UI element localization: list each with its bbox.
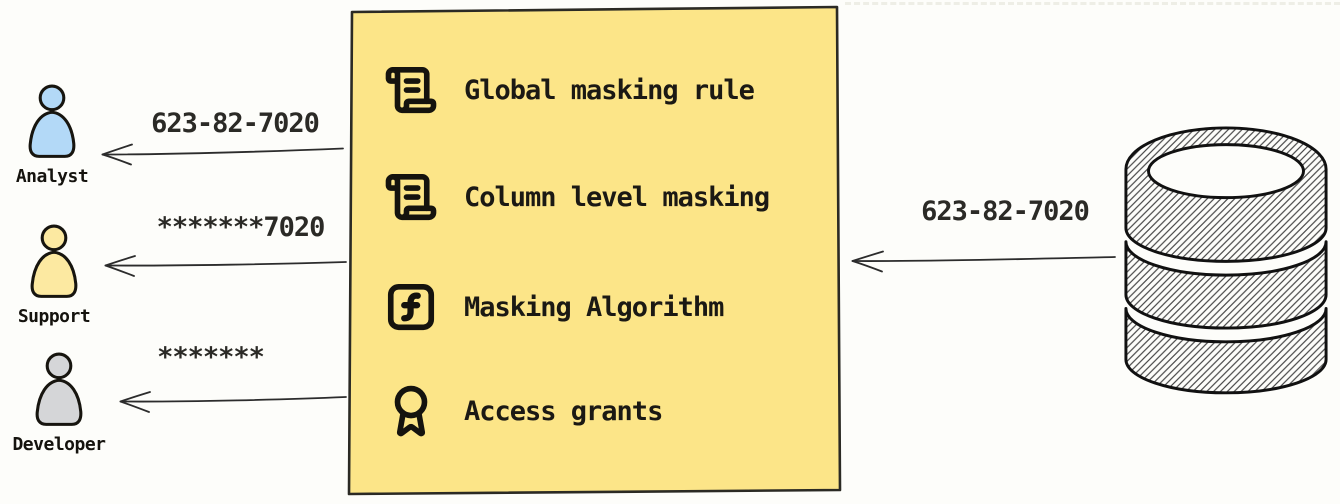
arrow-to-developer [119, 391, 347, 413]
support-label: Support [17, 306, 91, 327]
scroll-text-icon [385, 66, 437, 114]
box-item-label: Access grants [464, 395, 663, 427]
canvas-artifact-dashes [845, 2, 1340, 5]
support-person-icon [30, 224, 78, 298]
database-icon [1124, 126, 1328, 395]
function-square-icon [387, 283, 435, 331]
box-item-global-masking-rule: Global masking rule [384, 63, 755, 117]
box-item-label: Column level masking [464, 181, 770, 213]
scroll-text-icon [385, 173, 437, 221]
masking-box [347, 5, 842, 496]
arrow-to-analyst [101, 143, 344, 166]
arrow-to-support [104, 255, 347, 277]
box-item-column-level-masking: Column level masking [384, 170, 770, 224]
support-masked-value: *******7020 [156, 212, 326, 243]
developer-masked-value: ******* [157, 342, 265, 373]
award-icon [394, 385, 428, 437]
box-item-label: Global masking rule [464, 74, 755, 106]
consumer-analyst: Analyst [0, 84, 104, 187]
developer-label: Developer [12, 434, 106, 455]
analyst-masked-value: 623-82-7020 [151, 108, 320, 139]
consumer-support: Support [2, 224, 106, 327]
consumer-developer: Developer [7, 352, 111, 455]
analyst-label: Analyst [15, 166, 89, 187]
developer-person-icon [35, 352, 83, 426]
analyst-person-icon [28, 84, 76, 158]
box-item-access-grants: Access grants [384, 384, 663, 438]
box-item-masking-algorithm: Masking Algorithm [384, 280, 724, 334]
arrow-db-to-box [851, 250, 1116, 273]
box-item-label: Masking Algorithm [464, 291, 724, 323]
source-value: 623-82-7020 [921, 196, 1090, 227]
